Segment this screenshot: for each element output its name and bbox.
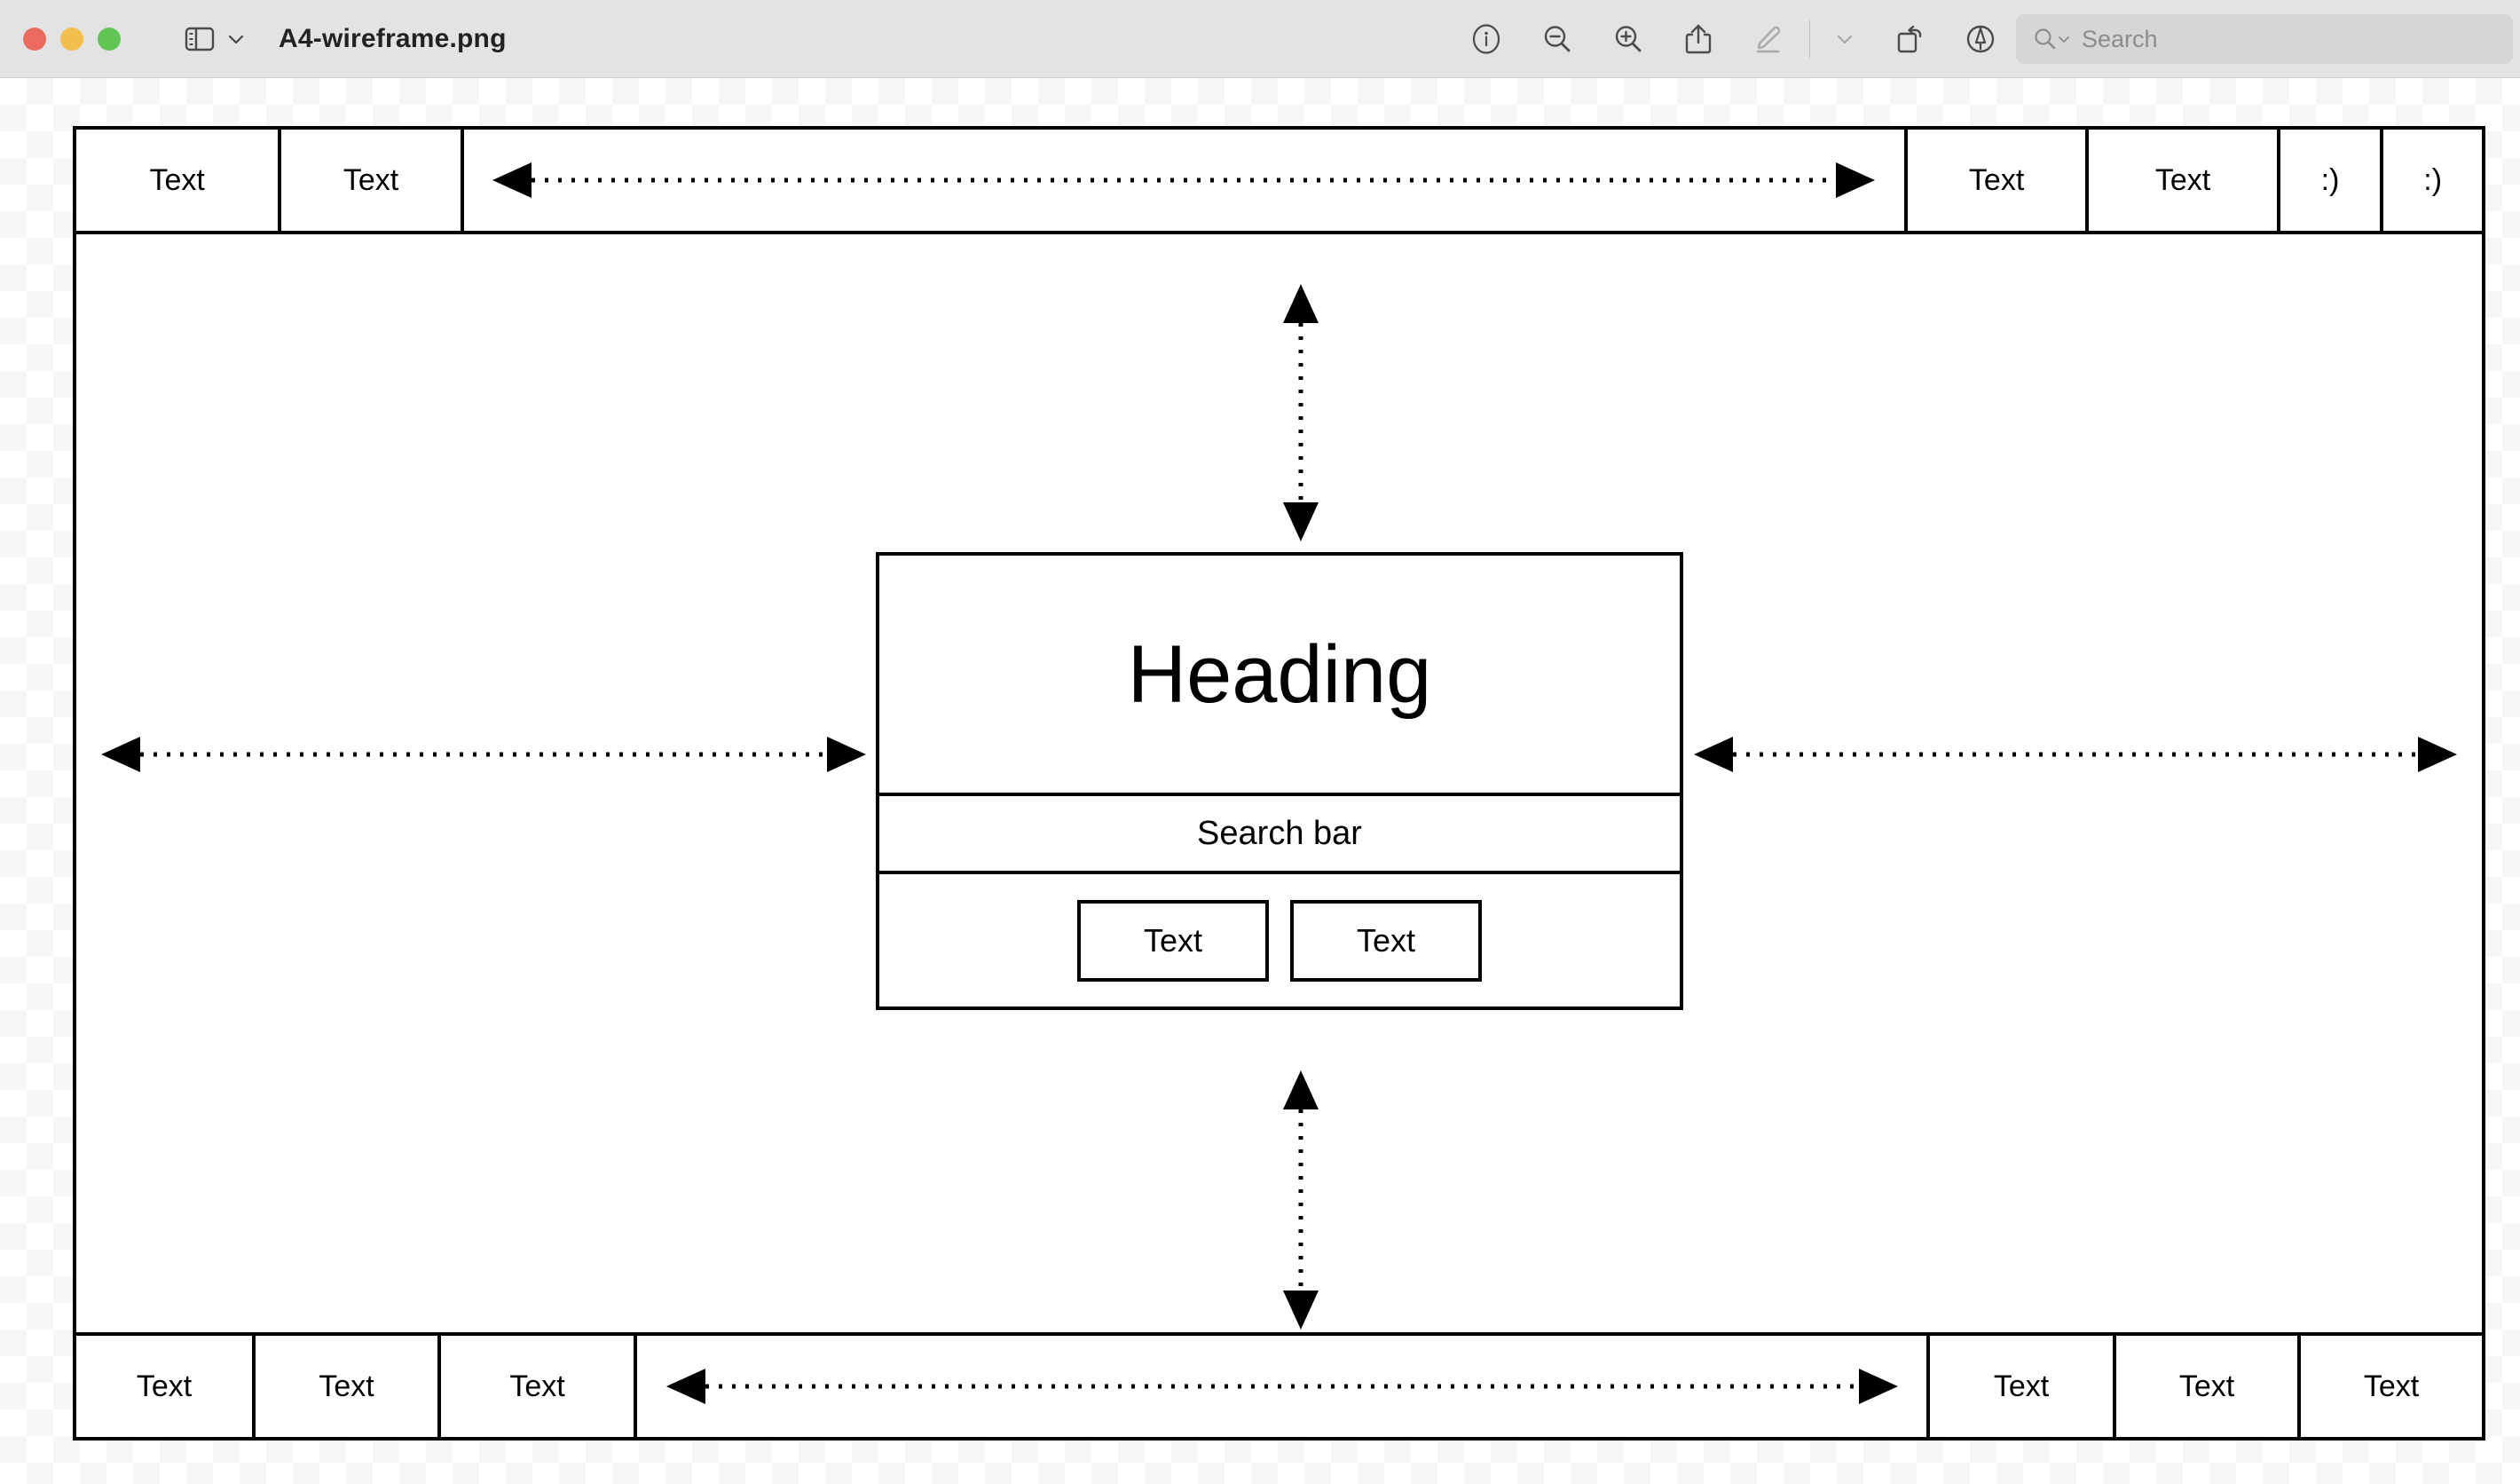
hero-button-1[interactable]: Text bbox=[1077, 899, 1269, 982]
hero-search-bar[interactable]: Search bar bbox=[879, 796, 1680, 874]
top-nav-cell-4-label: Text bbox=[1968, 162, 2025, 197]
share-icon[interactable] bbox=[1683, 22, 1713, 56]
toolbar-divider bbox=[1809, 20, 1810, 58]
top-nav-cell-4[interactable]: Text bbox=[1907, 130, 2090, 231]
top-nav-cell-1-label: Text bbox=[149, 162, 205, 197]
zoom-in-icon[interactable] bbox=[1612, 23, 1644, 55]
hero-button-1-label: Text bbox=[1143, 921, 1203, 959]
top-nav-spacing-arrow-cell bbox=[463, 130, 1908, 231]
sidebar-controls bbox=[185, 27, 245, 51]
hero-button-2-label: Text bbox=[1356, 921, 1416, 959]
wireframe-top-nav: Text Text Text Text bbox=[73, 126, 2485, 234]
footer-nav-cell-2[interactable]: Text bbox=[256, 1336, 441, 1437]
hero-search-bar-label: Search bar bbox=[1197, 814, 1362, 852]
close-button[interactable] bbox=[23, 27, 46, 51]
footer-nav-cell-7-label: Text bbox=[2363, 1369, 2420, 1403]
footer-nav-cell-5[interactable]: Text bbox=[1930, 1336, 2116, 1437]
rotate-icon[interactable] bbox=[1894, 23, 1925, 55]
document-title: A4-wireframe.png bbox=[279, 23, 507, 53]
top-nav-cell-6-label: :) bbox=[2320, 162, 2340, 197]
info-icon[interactable] bbox=[1470, 23, 1502, 55]
footer-nav-cell-1-label: Text bbox=[136, 1369, 193, 1403]
spacing-arrow-footer-horizontal bbox=[665, 1369, 1898, 1404]
minimize-button[interactable] bbox=[60, 27, 83, 51]
search-field[interactable]: Search bbox=[2016, 14, 2513, 64]
window-titlebar: A4-wireframe.png bbox=[0, 0, 2520, 78]
footer-nav-cell-6[interactable]: Text bbox=[2116, 1336, 2301, 1437]
markup-highlighter-icon[interactable] bbox=[1752, 22, 1784, 56]
footer-nav-cell-3-label: Text bbox=[509, 1369, 565, 1403]
top-nav-cell-7-label: :) bbox=[2423, 162, 2443, 197]
spacing-arrow-right bbox=[1690, 733, 2461, 776]
chevron-down-icon[interactable] bbox=[2057, 34, 2071, 44]
chevron-down-icon[interactable] bbox=[227, 33, 245, 45]
footer-nav-spacing-arrow-cell bbox=[637, 1336, 1930, 1437]
footer-nav-cell-1[interactable]: Text bbox=[76, 1336, 256, 1437]
footer-nav-cell-5-label: Text bbox=[1993, 1369, 2050, 1403]
footer-nav-cell-7[interactable]: Text bbox=[2301, 1336, 2482, 1437]
top-nav-cell-5[interactable]: Text bbox=[2089, 130, 2280, 231]
toolbar-right: Search bbox=[1451, 0, 2520, 78]
wireframe-footer-nav: Text Text Text Text bbox=[73, 1332, 2485, 1441]
maximize-button[interactable] bbox=[98, 27, 121, 51]
zoom-out-icon[interactable] bbox=[1541, 23, 1573, 55]
footer-nav-cell-3[interactable]: Text bbox=[441, 1336, 637, 1437]
image-canvas: Text Text Text Text bbox=[0, 78, 2520, 1484]
hero-button-2[interactable]: Text bbox=[1290, 899, 1482, 982]
spacing-arrow-topnav-horizontal bbox=[492, 162, 1876, 198]
spacing-arrow-left bbox=[98, 733, 870, 776]
top-nav-cell-6[interactable]: :) bbox=[2280, 130, 2384, 231]
spacing-arrow-bottom bbox=[1280, 1067, 1322, 1333]
top-nav-cell-2[interactable]: Text bbox=[281, 130, 464, 231]
footer-nav-cell-2-label: Text bbox=[319, 1369, 374, 1403]
top-nav-cell-7[interactable]: :) bbox=[2383, 130, 2483, 231]
top-nav-cell-1[interactable]: Text bbox=[76, 130, 282, 231]
footer-nav-cell-6-label: Text bbox=[2178, 1369, 2235, 1403]
sidebar-icon[interactable] bbox=[185, 27, 215, 51]
search-placeholder: Search bbox=[2082, 25, 2158, 52]
hero-buttons-row: Text Text bbox=[879, 874, 1680, 1006]
search-icon bbox=[2032, 26, 2059, 52]
top-nav-cell-5-label: Text bbox=[2154, 162, 2211, 197]
top-nav-cell-2-label: Text bbox=[343, 162, 399, 197]
wireframe-page: Text Text Text Text bbox=[73, 126, 2485, 1441]
chevron-down-icon[interactable] bbox=[1835, 32, 1855, 46]
markup-pen-icon[interactable] bbox=[1965, 23, 1996, 55]
hero-heading: Heading bbox=[1127, 628, 1432, 720]
traffic-lights bbox=[23, 27, 121, 51]
spacing-arrow-top bbox=[1280, 280, 1322, 545]
wireframe-hero-card: Heading Search bar Text Text bbox=[876, 552, 1683, 1010]
hero-heading-row: Heading bbox=[879, 556, 1680, 796]
